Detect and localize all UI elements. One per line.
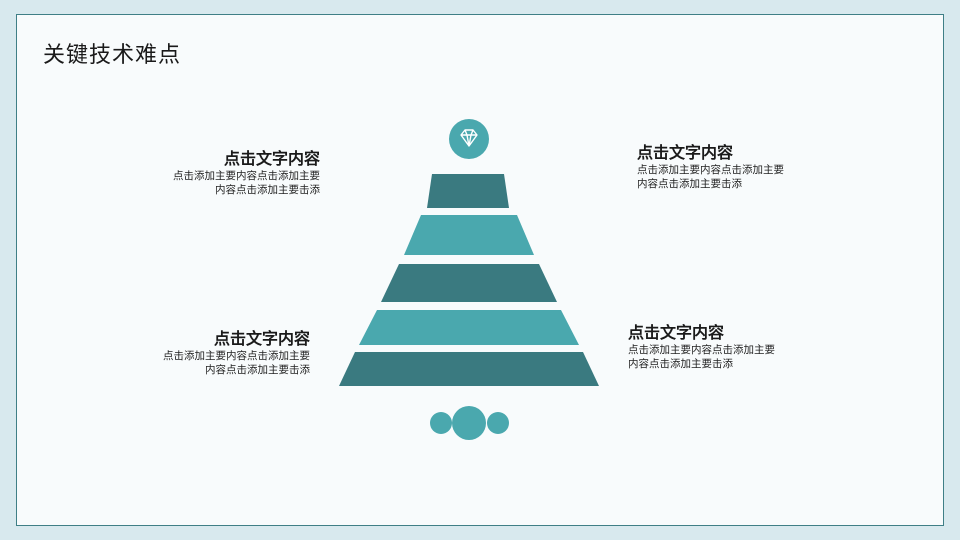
text-block-bottom-left: 点击文字内容 点击添加主要内容点击添加主要 内容点击添加主要击添: [110, 329, 310, 377]
text-block-top-right: 点击文字内容 点击添加主要内容点击添加主要 内容点击添加主要击添: [637, 143, 837, 191]
diamond-icon: [449, 119, 489, 159]
block-body-line-2: 内容点击添加主要击添: [215, 184, 320, 196]
slide-title: 关键技术难点: [43, 43, 182, 68]
pyramid-level-2: [404, 215, 534, 255]
text-block-top-left: 点击文字内容 点击添加主要内容点击添加主要 内容点击添加主要击添: [120, 149, 320, 197]
block-body-line-2: 内容点击添加主要击添: [205, 364, 310, 376]
slide: 关键技术难点 点击文字内容 点击添加主要内容点击添加主要 内容点击添加主要击添 …: [16, 14, 944, 526]
block-heading: 点击文字内容: [637, 143, 734, 162]
block-body-line-2: 内容点击添加主要击添: [628, 358, 733, 370]
block-body-line-2: 内容点击添加主要击添: [637, 178, 742, 190]
block-heading: 点击文字内容: [223, 149, 320, 168]
pyramid-diagram: [339, 119, 599, 440]
block-body-line-1: 点击添加主要内容点击添加主要: [628, 344, 775, 356]
block-heading: 点击文字内容: [628, 323, 725, 342]
pyramid-level-3: [381, 264, 557, 302]
block-body-line-1: 点击添加主要内容点击添加主要: [173, 170, 320, 182]
pyramid-level-5: [339, 352, 599, 386]
block-body-line-1: 点击添加主要内容点击添加主要: [163, 350, 310, 362]
pyramid-level-4: [359, 310, 579, 345]
pyramid-level-1: [427, 174, 509, 208]
bottom-circle-right: [487, 412, 509, 434]
text-block-bottom-right: 点击文字内容 点击添加主要内容点击添加主要 内容点击添加主要击添: [628, 323, 828, 371]
block-body-line-1: 点击添加主要内容点击添加主要: [637, 164, 784, 176]
bottom-circle-center: [452, 406, 486, 440]
bottom-circle-left: [430, 412, 452, 434]
block-heading: 点击文字内容: [213, 329, 310, 348]
